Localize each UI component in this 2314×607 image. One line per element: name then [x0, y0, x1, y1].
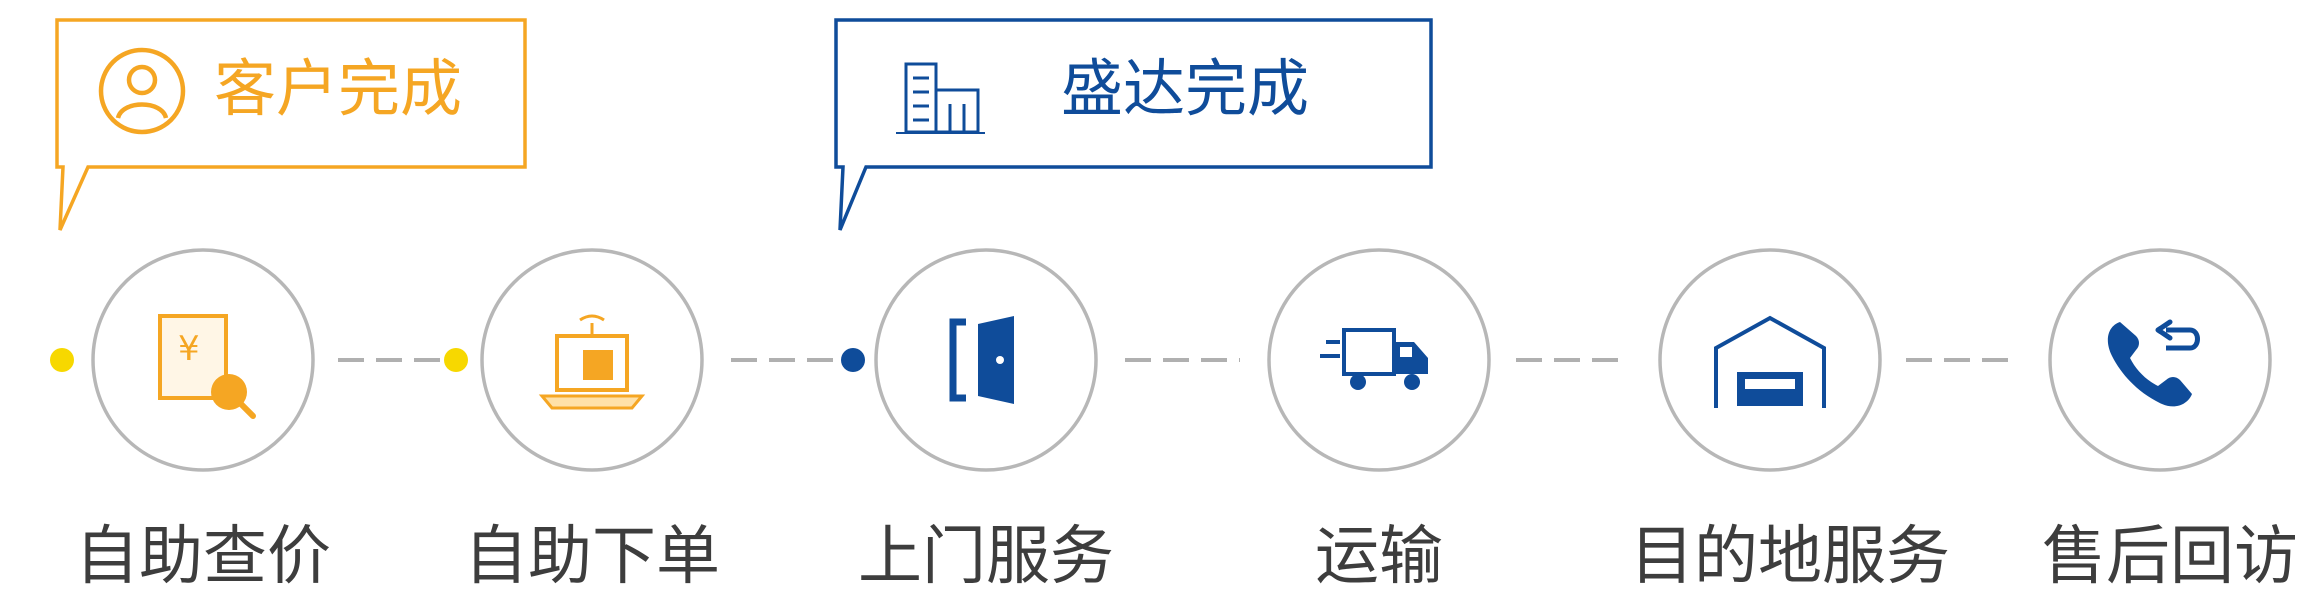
truck-icon — [1320, 328, 1428, 390]
customer-callout-box — [55, 18, 527, 231]
building-icon — [896, 62, 985, 134]
step-label-6: 售后回访 — [2042, 520, 2298, 594]
door-icon — [949, 316, 1014, 404]
shengda-callout-box — [834, 18, 1433, 231]
phone-callback-icon — [2107, 319, 2200, 407]
step-label-3: 上门服务 — [858, 520, 1114, 594]
customer-callout-label: 客户完成 — [214, 52, 463, 125]
step-circle-5 — [1658, 248, 1882, 472]
step-label-5: 目的地服务 — [1630, 520, 1950, 594]
step-label-1: 自助查价 — [75, 520, 331, 594]
step-label-4: 运输 — [1315, 520, 1443, 594]
laptop-order-icon — [538, 314, 646, 410]
user-circle-icon — [98, 47, 186, 135]
shengda-callout-label: 盛达完成 — [1061, 52, 1310, 125]
price-query-icon: ¥ — [158, 314, 256, 419]
customer-start-dot — [50, 348, 74, 372]
step-label-2: 自助下单 — [464, 520, 720, 594]
svg-text:¥: ¥ — [178, 329, 200, 369]
shengda-start-dot — [841, 348, 865, 372]
customer-step-dot — [444, 348, 468, 372]
warehouse-icon — [1714, 315, 1826, 408]
step-circle-6 — [2048, 248, 2272, 472]
